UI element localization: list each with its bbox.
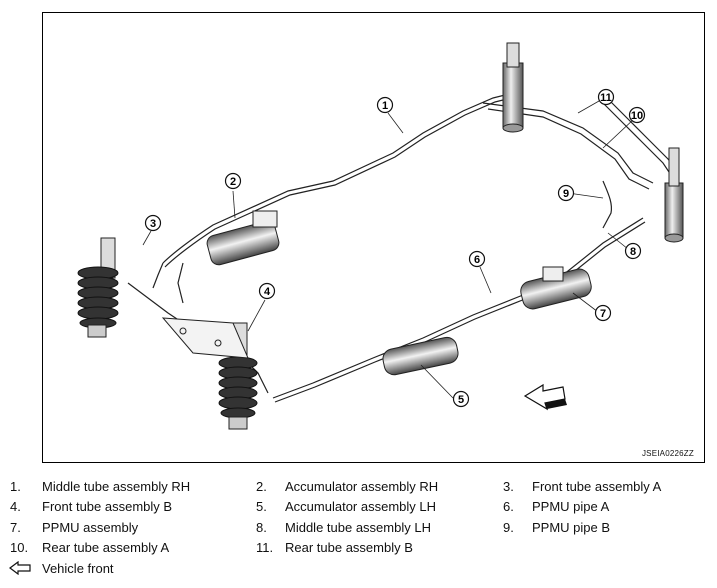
legend-label: Accumulator assembly RH xyxy=(285,479,439,494)
legend-number: 6. xyxy=(503,499,514,514)
callout-9: 9 xyxy=(557,184,575,202)
legend-label: Middle tube assembly RH xyxy=(42,479,191,494)
callout-7: 7 xyxy=(594,304,612,322)
legend-number: 5. xyxy=(256,499,267,514)
ppmu-assembly xyxy=(520,266,592,310)
svg-text:9: 9 xyxy=(563,188,569,200)
legend-label: PPMU pipe B xyxy=(532,520,611,535)
legend-label: PPMU assembly xyxy=(42,520,139,535)
callout-group: 1 2 3 4 5 6 7 8 9 10 11 xyxy=(144,88,646,408)
accumulator-lh xyxy=(382,336,459,376)
arrow-left-outline-icon xyxy=(9,560,31,579)
legend-number: 4. xyxy=(10,499,21,514)
legend-label: Front tube assembly B xyxy=(42,499,173,514)
legend-number: 8. xyxy=(256,520,267,535)
svg-text:7: 7 xyxy=(600,308,606,320)
legend-label: Middle tube assembly LH xyxy=(285,520,431,535)
svg-text:1: 1 xyxy=(382,100,388,112)
callout-8: 8 xyxy=(624,242,642,260)
legend-number: 1. xyxy=(10,479,21,494)
vehicle-front-arrow xyxy=(523,383,567,411)
svg-text:8: 8 xyxy=(630,246,636,258)
callout-5: 5 xyxy=(452,390,470,408)
front-shock-lh xyxy=(77,237,119,338)
legend-number: 9. xyxy=(503,520,514,535)
svg-text:5: 5 xyxy=(458,394,464,406)
diagram-figure: 1 2 3 4 5 6 7 8 9 10 11 JSEIA0226ZZ xyxy=(42,12,705,463)
svg-text:2: 2 xyxy=(230,176,236,188)
legend-number: 3. xyxy=(503,479,514,494)
callout-2: 2 xyxy=(224,172,242,190)
suspension-tube-diagram: 1 2 3 4 5 6 7 8 9 10 11 xyxy=(77,42,684,430)
figure-code: JSEIA0226ZZ xyxy=(641,449,694,458)
legend-label: Rear tube assembly B xyxy=(285,540,413,555)
rear-strut-rh xyxy=(502,42,524,133)
legend-label: Accumulator assembly LH xyxy=(285,499,436,514)
legend-label: PPMU pipe A xyxy=(532,499,610,514)
legend-label: Front tube assembly A xyxy=(532,479,662,494)
legend-number: 11. xyxy=(256,540,274,555)
callout-10: 10 xyxy=(628,106,646,124)
svg-text:11: 11 xyxy=(600,92,612,104)
rear-strut-lh xyxy=(664,147,684,243)
callout-1: 1 xyxy=(376,96,394,114)
callout-4: 4 xyxy=(258,282,276,300)
svg-text:4: 4 xyxy=(264,286,271,298)
callout-11: 11 xyxy=(597,88,615,106)
vehicle-front-label: Vehicle front xyxy=(42,561,114,576)
front-bracket xyxy=(161,317,249,359)
legend-number: 2. xyxy=(256,479,267,494)
callout-6: 6 xyxy=(468,250,486,268)
legend-label: Rear tube assembly A xyxy=(42,540,170,555)
svg-text:10: 10 xyxy=(631,110,643,122)
tube-lines xyxy=(127,92,680,403)
svg-text:3: 3 xyxy=(150,218,156,230)
svg-text:6: 6 xyxy=(474,254,480,266)
accumulator-rh xyxy=(206,210,280,266)
legend-number: 10. xyxy=(10,540,29,555)
legend-number: 7. xyxy=(10,520,21,535)
callout-3: 3 xyxy=(144,214,162,232)
